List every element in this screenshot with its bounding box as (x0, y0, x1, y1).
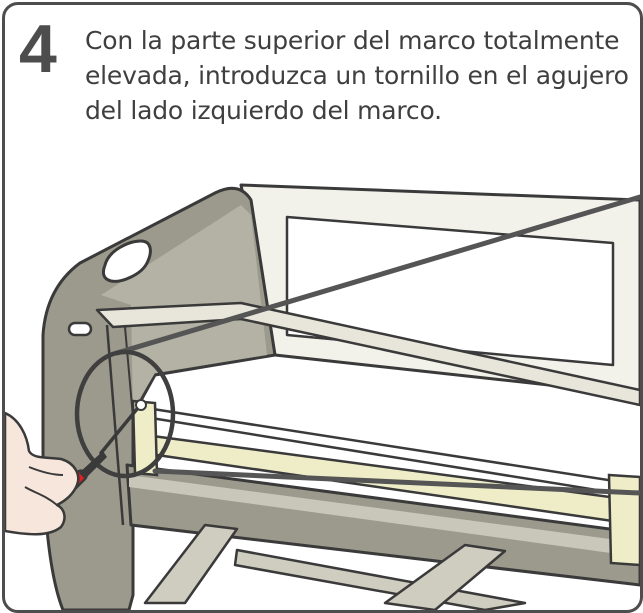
hand-icon (5, 411, 80, 536)
step-number: 4 (19, 11, 57, 87)
crib-frame-illustration (5, 183, 640, 610)
left-post (131, 399, 159, 477)
callout-lines (114, 194, 640, 496)
step-instruction: Con la parte superior del marco totalmen… (85, 26, 629, 125)
right-post (607, 473, 640, 567)
detail-callout-circle (74, 349, 176, 479)
base-legs (143, 523, 527, 610)
back-panel (239, 183, 640, 397)
